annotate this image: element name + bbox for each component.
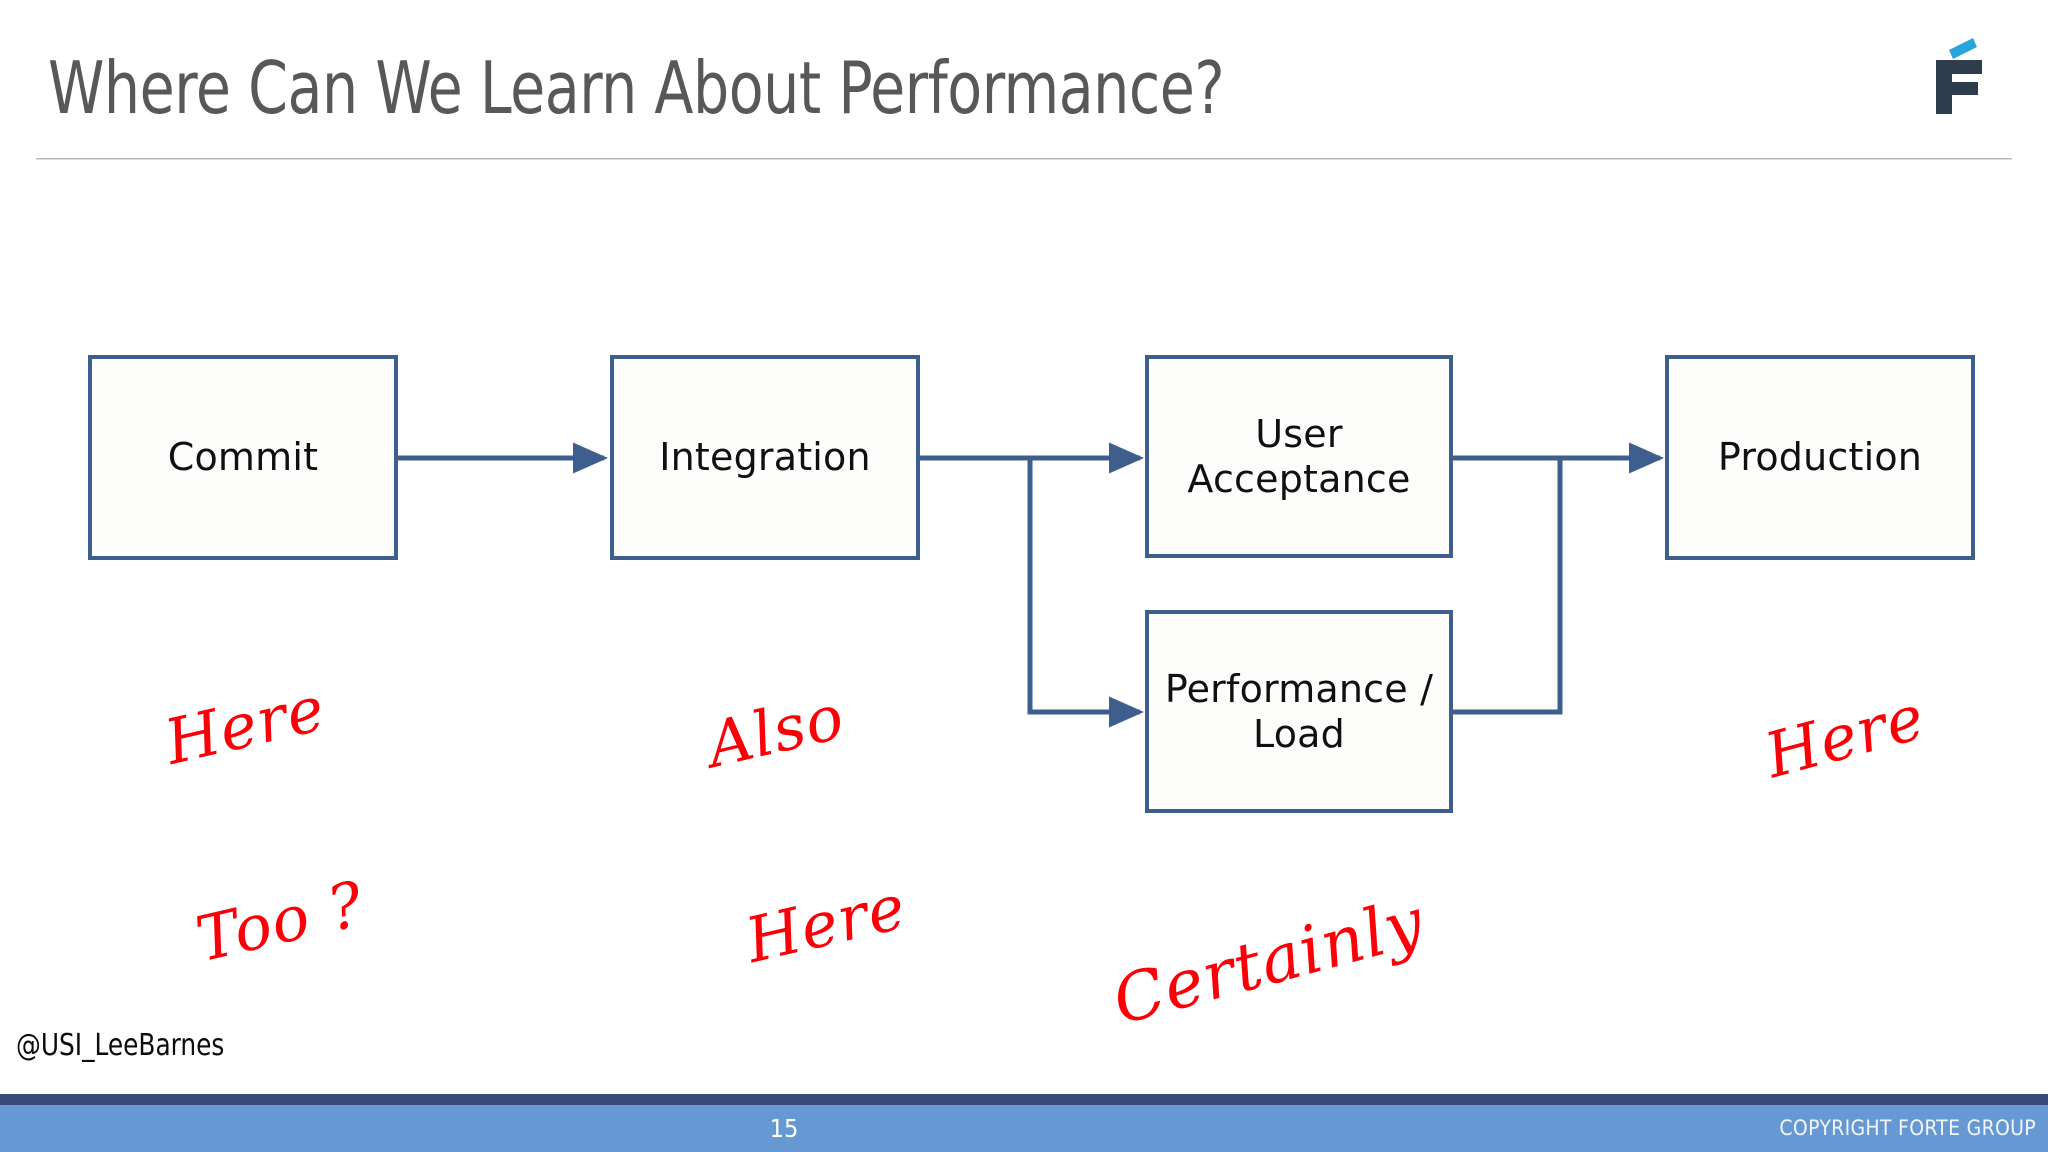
copyright-notice: COPYRIGHT FORTE GROUP xyxy=(1779,1116,2036,1140)
flow-box-integration[interactable]: Integration xyxy=(610,355,920,560)
flow-box-performance-load[interactable]: Performance / Load xyxy=(1145,610,1453,813)
flow-box-performance-load-label: Performance / Load xyxy=(1165,667,1433,757)
slide-footer: 15 COPYRIGHT FORTE GROUP xyxy=(0,1094,2048,1152)
uat-label-line2: Acceptance xyxy=(1187,456,1411,501)
annotation-also-here-line2: Here xyxy=(739,870,913,978)
forte-group-logo xyxy=(1914,22,2004,118)
annotation-here-too-line2: Too ? xyxy=(189,867,371,977)
perf-label-line1: Performance / xyxy=(1164,666,1434,711)
flow-box-production[interactable]: Production xyxy=(1665,355,1975,560)
logo-letter-f xyxy=(1936,60,1982,114)
flow-box-production-label: Production xyxy=(1717,435,1923,480)
annotation-also-here-line1: Also xyxy=(700,679,852,783)
flow-box-user-acceptance[interactable]: User Acceptance xyxy=(1145,355,1453,558)
edge-perf-production xyxy=(1453,458,1563,715)
page-number: 15 xyxy=(769,1114,799,1143)
annotation-here-line1: Here xyxy=(1757,680,1933,793)
footer-top-stripe xyxy=(0,1094,2048,1105)
edge-integration-perf xyxy=(1027,458,1145,728)
title-divider xyxy=(36,158,2012,160)
perf-label-line2: Load xyxy=(1253,711,1345,756)
flow-box-commit[interactable]: Commit xyxy=(88,355,398,560)
flow-box-user-acceptance-label: User Acceptance xyxy=(1187,412,1410,502)
flow-box-integration-label: Integration xyxy=(659,435,871,480)
presenter-handle: @USI_LeeBarnes xyxy=(16,1028,225,1063)
annotation-certainly-here-line1: Certainly xyxy=(1104,882,1432,1040)
annotation-here-too-line1: Here xyxy=(158,671,332,780)
page-title: Where Can We Learn About Performance? xyxy=(48,46,1225,130)
flow-box-commit-label: Commit xyxy=(167,435,319,480)
uat-label-line1: User xyxy=(1255,411,1343,456)
logo-accent-mark xyxy=(1949,38,1977,59)
